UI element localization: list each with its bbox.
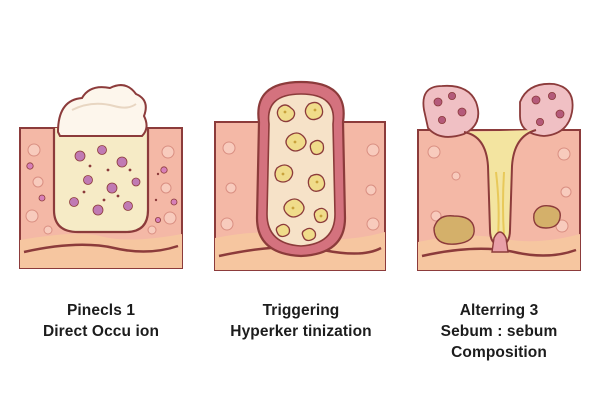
caption-1-line-1: Pinecls 1 bbox=[66, 302, 136, 319]
skin-base bbox=[20, 233, 182, 268]
caption-3: Alterring 3 Sebum : sebum Composition bbox=[416, 300, 582, 363]
dermis-line bbox=[421, 247, 577, 258]
skin-cells bbox=[220, 141, 380, 231]
skin-cells bbox=[25, 143, 177, 235]
sebum-composition-illustration bbox=[417, 82, 581, 271]
panel-1 bbox=[18, 70, 184, 276]
caption-3-line-3: Composition bbox=[451, 344, 547, 361]
caption-2-line-1: Triggering bbox=[262, 302, 340, 319]
caption-3-line-1: Alterring 3 bbox=[459, 302, 539, 319]
skin-cells bbox=[427, 145, 572, 233]
gland-cells bbox=[433, 91, 565, 127]
keratin-speckles bbox=[281, 108, 323, 218]
panel-2 bbox=[213, 78, 389, 276]
plug-highlight bbox=[71, 102, 137, 111]
caption-1-line-2: Direct Occu ion bbox=[42, 323, 160, 340]
caption-1: Pinecls 1 Direct Occu ion bbox=[18, 300, 184, 342]
caption-2-line-2: Hyperker tinization bbox=[230, 323, 372, 340]
papilla bbox=[491, 231, 509, 253]
caption-3-line-2: Sebum : sebum bbox=[440, 323, 558, 340]
sebaceous-gland-right bbox=[519, 82, 574, 137]
bacteria bbox=[69, 145, 141, 216]
hyperkeratinization-illustration bbox=[214, 80, 386, 271]
particles bbox=[82, 164, 160, 202]
caption-2: Triggering Hyperker tinization bbox=[213, 300, 389, 342]
inflammatory-cells bbox=[26, 162, 178, 223]
sebum-flow bbox=[495, 171, 505, 237]
sebum-blob-right bbox=[533, 204, 561, 229]
dermis-line bbox=[23, 243, 179, 254]
sebum-blob-left bbox=[433, 215, 475, 245]
panel-3 bbox=[416, 76, 582, 278]
sebum-plug bbox=[56, 84, 148, 137]
pore-occlusion-illustration bbox=[19, 84, 183, 269]
